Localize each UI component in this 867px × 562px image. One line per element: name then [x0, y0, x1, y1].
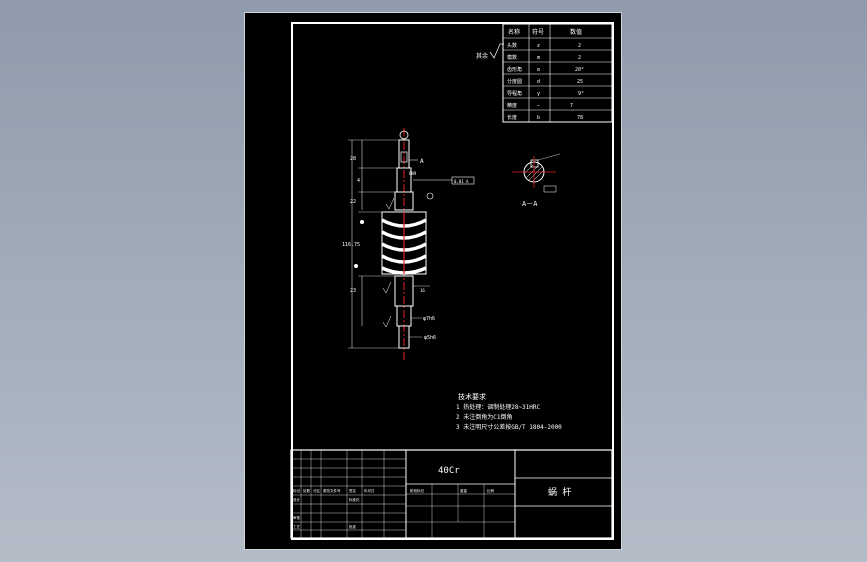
param-val: 2 [578, 43, 581, 49]
params-header-symbol: 符号 [532, 28, 544, 36]
tb-mark: 分区 [313, 488, 321, 493]
tb-mark: 更改文件号 [323, 488, 341, 493]
param-name: 分度圆 [507, 78, 522, 85]
drawing-border [291, 22, 614, 540]
dim-28: 28 [350, 156, 356, 162]
tb-mark: 处数 [303, 488, 311, 493]
param-sym: γ [537, 91, 540, 97]
tech-req-item: 2 未注倒角为C1倒角 [456, 413, 512, 421]
param-sym: b [537, 115, 540, 121]
drawing-sheet [244, 12, 622, 550]
tb-mark: 标记 [293, 488, 301, 493]
param-name: 头数 [507, 42, 517, 49]
param-val: 9° [578, 91, 584, 97]
param-name: 精度 [507, 102, 517, 109]
tech-req-item: 1 热处理：调制处理28~31HRC [456, 403, 541, 411]
tb-mark: 比例 [487, 488, 495, 493]
tb-mark: 标准化 [349, 497, 360, 502]
part-name: 蜗 杆 [548, 486, 571, 498]
tolerance-frame: 0.01 A [454, 179, 469, 184]
title-block: 标记 处数 分区 更改文件号 签名 年月日 设计 标准化 审核 工艺 批准 阶段… [290, 449, 613, 539]
param-sym: m [537, 55, 540, 61]
section-a-a: A－A [512, 153, 561, 208]
dim-23: 23 [350, 288, 356, 294]
param-val: 78 [577, 115, 583, 121]
tb-mark: 设计 [293, 497, 301, 502]
tb-mark: 阶段标记 [410, 488, 424, 493]
param-sym: — [537, 103, 541, 109]
tech-requirements: 技术要求 1 热处理：调制处理28~31HRC 2 未注倒角为C1倒角 3 未注… [456, 392, 562, 431]
dim-4: 4 [357, 178, 360, 184]
param-name: 长度 [507, 114, 517, 121]
section-label: A－A [522, 200, 538, 208]
tb-mark: 重量 [460, 488, 468, 493]
tb-mark: 批准 [349, 524, 357, 529]
param-name: 模数 [507, 54, 517, 61]
roughness-general-mark: 其余 [476, 43, 504, 60]
dim-22: 22 [350, 199, 356, 205]
tb-mark: 签名 [349, 488, 356, 493]
param-sym: α [537, 67, 540, 73]
dim-116: 116.75 [342, 242, 360, 248]
material-label: 40Cr [438, 466, 460, 476]
tech-req-item: 3 未注明尺寸公差按GB/T 1804-2000 [456, 423, 562, 431]
dim-16: 16 [420, 288, 425, 293]
param-sym: z [537, 43, 540, 49]
dim-phi7: φ7h6 [423, 316, 435, 322]
params-table: 名称 符号 数值 头数 z 2 模数 m 2 齿形角 α 20° 分度圆 d 2… [502, 23, 613, 123]
param-name: 齿形角 [507, 66, 522, 73]
params-header-name: 名称 [508, 28, 520, 36]
param-name: 导程角 [507, 90, 522, 97]
param-val: 2 [578, 55, 581, 61]
tb-mark: 年月日 [364, 488, 375, 493]
params-header-value: 数值 [570, 28, 582, 36]
datum-circle-icon [399, 130, 409, 140]
param-val: 20° [575, 67, 584, 73]
worm-shaft-view: 28 4 22 116.75 23 A 0.01 A 6N9 16 φ7h6 φ… [342, 128, 475, 360]
param-val: 25 [577, 79, 583, 85]
datum-label-a: A [420, 158, 424, 165]
tb-mark: 审核 [293, 515, 301, 520]
roughness-note: 其余 [476, 52, 488, 60]
param-val: 7 [570, 103, 573, 109]
tb-mark: 工艺 [293, 524, 301, 529]
param-sym: d [537, 79, 540, 85]
dim-phi5: φ5h6 [424, 335, 436, 341]
tech-req-title: 技术要求 [458, 392, 486, 401]
dim-key: 6N9 [409, 171, 417, 176]
